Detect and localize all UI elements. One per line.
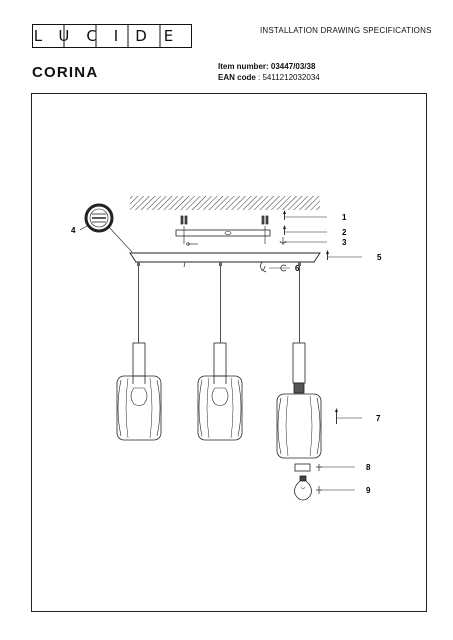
ean-code-label: EAN code: [218, 73, 256, 82]
screws: [180, 215, 269, 244]
callout-6: 6: [295, 264, 300, 273]
callout-8: 8: [366, 463, 371, 472]
item-number: Item number: 03447/03/38: [218, 62, 315, 71]
detail-magnifier: [84, 203, 133, 253]
drawing-frame: [31, 93, 427, 612]
callout-2: 2: [342, 228, 347, 237]
brand-logo-text: LUCIDE: [34, 27, 191, 45]
callout-4: 4: [71, 226, 76, 235]
bulb: [294, 475, 312, 501]
document-title: INSTALLATION DRAWING SPECIFICATIONS: [260, 26, 432, 35]
ean-code-value: : 5411212032034: [258, 73, 320, 82]
callout-5: 5: [377, 253, 382, 262]
knurled-nut: [260, 261, 267, 273]
lamp-1: [116, 342, 162, 441]
lamp-2: [197, 342, 243, 441]
callout-9: 9: [366, 486, 371, 495]
rotate-icons: [279, 237, 322, 494]
lamp-3: [276, 342, 322, 459]
callout-7: 7: [376, 414, 381, 423]
leader-lines: [79, 216, 362, 491]
brand-logo: LUCIDE: [32, 24, 192, 48]
ean-code: EAN code : 5411212032034: [218, 73, 320, 82]
mounting-bracket: [175, 229, 271, 237]
item-number-label: Item number:: [218, 62, 269, 71]
ceiling-hatch: [130, 196, 320, 210]
cable-glands: [137, 262, 301, 266]
cables: [138, 266, 300, 343]
callout-3: 3: [342, 238, 347, 247]
socket-ring: [294, 463, 311, 472]
callout-1: 1: [342, 213, 347, 222]
canopy-plate: [129, 252, 321, 263]
direction-arrows: [283, 210, 338, 424]
product-name: CORINA: [32, 64, 99, 81]
item-number-value: 03447/03/38: [270, 62, 316, 71]
